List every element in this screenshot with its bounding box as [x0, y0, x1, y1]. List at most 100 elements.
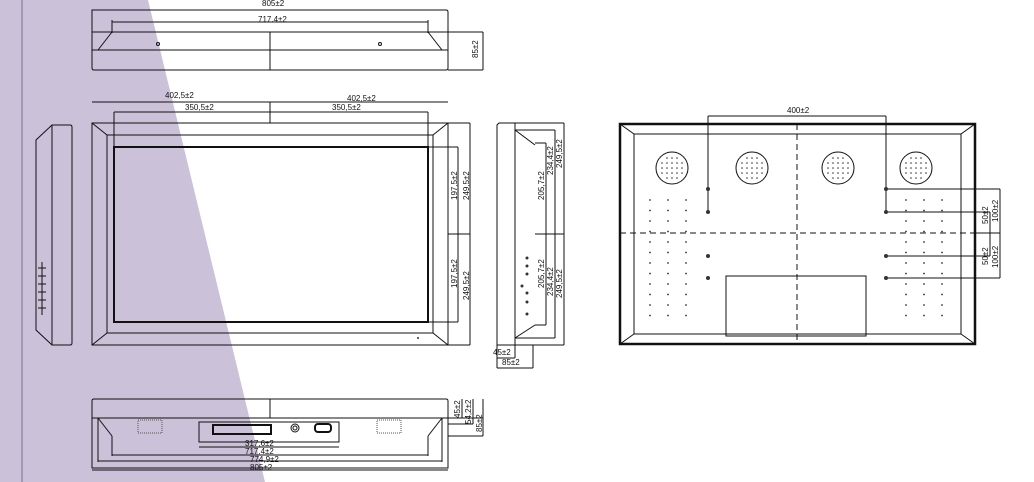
grille-hole	[666, 162, 668, 164]
mount-hole	[941, 314, 943, 317]
mount-hole	[685, 241, 687, 243]
vesa-hole	[706, 187, 710, 191]
mount-hole	[649, 241, 651, 243]
mount-hole	[667, 262, 669, 264]
mount-hole	[941, 293, 943, 296]
mount-hole	[667, 272, 669, 275]
grille-hole	[837, 172, 839, 174]
grille-hole	[666, 172, 668, 174]
mount-hole	[667, 230, 669, 233]
mount-hole	[685, 262, 687, 264]
grille-hole	[751, 167, 753, 169]
mount-hole	[923, 283, 925, 285]
grille-hole	[751, 172, 753, 174]
mount-hole	[649, 283, 651, 285]
grille-hole	[842, 162, 844, 164]
mount-hole	[685, 199, 687, 201]
dim-upper-outer-height: 249,5±2	[462, 171, 471, 200]
grille-hole	[837, 162, 839, 164]
grille-hole	[910, 167, 912, 169]
mount-hole	[649, 199, 651, 201]
mount-hole	[667, 251, 669, 254]
grille-hole	[756, 172, 758, 174]
grille-hole	[910, 162, 912, 164]
grille-hole	[832, 162, 834, 164]
mount-hole	[667, 314, 669, 317]
mount-hole	[923, 209, 925, 212]
mount-hole	[905, 272, 907, 275]
grille-hole	[671, 177, 673, 179]
grille-hole	[925, 167, 927, 169]
grille-hole	[746, 162, 748, 164]
grille-hole	[910, 177, 912, 179]
mount-hole	[905, 262, 907, 264]
mount-hole	[941, 304, 943, 306]
mount-hole	[923, 199, 925, 201]
front-view: 402,5±2 402,5±2 350,5±2 350,5±2 197,5±2 …	[91, 91, 471, 346]
mount-hole	[905, 241, 907, 243]
dim-back-upper-b: 100±2	[991, 199, 1000, 222]
speaker-grille	[735, 151, 769, 185]
bottom-view: 317,6±2 717,4±2 774,9±2 805±2 45±2 54,2±…	[91, 398, 484, 472]
grille-hole	[842, 172, 844, 174]
grille-hole	[915, 157, 917, 159]
mount-hole	[685, 209, 687, 212]
mount-hole	[923, 293, 925, 296]
mount-hole	[685, 272, 687, 275]
mount-hole	[667, 283, 669, 285]
grille-hole	[920, 177, 922, 179]
mount-hole	[667, 209, 669, 212]
background-wedge	[0, 0, 265, 482]
dim-vesa-width: 400±2	[787, 106, 810, 115]
mount-hole	[923, 220, 925, 222]
mount-hole	[685, 304, 687, 306]
dim-lower-outer-height: 249,5±2	[462, 271, 471, 300]
mount-hole	[667, 304, 669, 306]
grille-hole	[746, 167, 748, 169]
grille-hole	[661, 172, 663, 174]
grille-hole	[746, 157, 748, 159]
mount-hole	[923, 251, 925, 254]
speaker-grille	[899, 151, 933, 185]
dim-depth: 85±2	[471, 40, 480, 58]
dim-bottom-height-a: 45±2	[453, 400, 462, 418]
vesa-hole	[706, 210, 710, 214]
grille-hole	[905, 167, 907, 169]
dim-lower-inner-height: 197,5±2	[450, 259, 459, 288]
dim-bottom-height-b: 54,2±2	[464, 399, 473, 424]
grille-hole	[681, 172, 683, 174]
grille-hole	[756, 177, 758, 179]
grille-hole	[676, 157, 678, 159]
mount-hole	[905, 199, 907, 201]
grille-hole	[905, 172, 907, 174]
mount-hole	[685, 293, 687, 296]
grille-hole	[837, 157, 839, 159]
grille-hole	[666, 167, 668, 169]
grille-hole	[741, 162, 743, 164]
mount-hole	[649, 304, 651, 306]
grille-hole	[832, 167, 834, 169]
mount-hole	[905, 251, 907, 254]
mount-hole	[923, 272, 925, 275]
grille-hole	[676, 167, 678, 169]
grille-hole	[925, 172, 927, 174]
mount-hole	[649, 262, 651, 264]
grille-hole	[920, 167, 922, 169]
grille-hole	[847, 172, 849, 174]
grille-hole	[741, 167, 743, 169]
grille-hole	[827, 172, 829, 174]
grille-hole	[837, 167, 839, 169]
dim-back-upper-a: 50±2	[981, 206, 990, 224]
mount-hole	[905, 220, 907, 222]
grille-hole	[761, 167, 763, 169]
mount-hole	[941, 283, 943, 285]
mount-hole	[649, 230, 651, 233]
grille-hole	[847, 162, 849, 164]
dim-side-lower-a: 205,7±2	[537, 259, 546, 288]
grille-hole	[832, 172, 834, 174]
mount-hole	[685, 251, 687, 254]
grille-hole	[837, 177, 839, 179]
dim-depth-inner: 45±2	[493, 348, 511, 357]
grille-hole	[751, 162, 753, 164]
speaker-grille	[821, 151, 855, 185]
